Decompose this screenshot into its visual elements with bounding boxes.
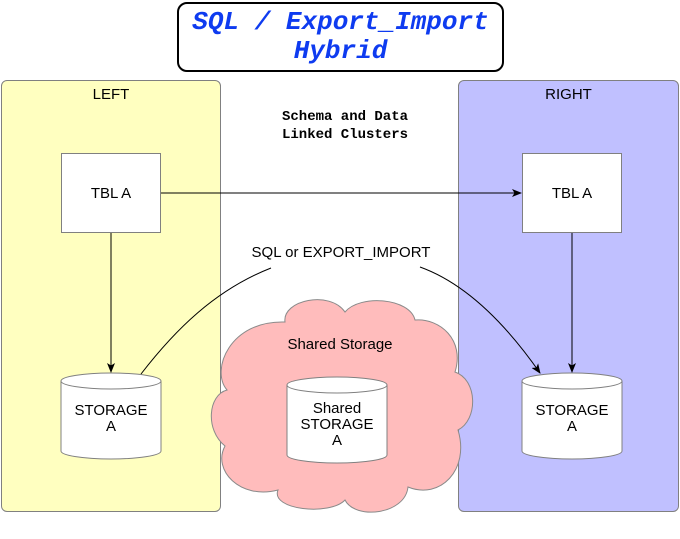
shared-storage-cloud-label: Shared Storage (287, 336, 393, 353)
left-storage-line-1: STORAGE (74, 402, 148, 419)
shared-storage-line-1: Shared (312, 400, 362, 417)
sql-export-import-label: SQL or EXPORT_IMPORT (251, 244, 431, 261)
shared-storage-line-3: A (331, 432, 342, 449)
shared-storage-label: Shared STORAGE A (286, 401, 388, 449)
left-tbl-a[interactable]: TBL A (61, 153, 161, 233)
left-cluster-label: LEFT (92, 86, 130, 103)
diagram-title: SQL / Export_Import Hybrid (177, 2, 504, 72)
title-line-2: Hybrid (293, 36, 388, 66)
note-line-2: Linked Clusters (281, 127, 409, 143)
left-tbl-a-label: TBL A (90, 184, 132, 202)
right-cluster-label: RIGHT (545, 86, 592, 103)
note-line-1: Schema and Data (281, 109, 409, 125)
right-tbl-a[interactable]: TBL A (522, 153, 622, 233)
shared-storage-line-2: STORAGE (300, 416, 374, 433)
schema-data-note: Schema and Data Linked Clusters (230, 108, 460, 144)
right-storage-line-2: A (566, 418, 577, 435)
edge-sql-export-import-right (419, 266, 541, 374)
right-storage-line-1: STORAGE (535, 402, 609, 419)
right-storage-cylinder[interactable] (521, 372, 623, 460)
shared-storage-cylinder[interactable] (286, 376, 388, 464)
title-line-1: SQL / Export_Import (192, 7, 489, 37)
right-storage-label: STORAGE A (522, 403, 622, 435)
left-storage-cylinder[interactable] (60, 372, 162, 460)
left-storage-label: STORAGE A (61, 403, 161, 435)
right-tbl-a-label: TBL A (551, 184, 593, 202)
left-storage-line-2: A (105, 418, 116, 435)
edge-sql-export-import-left (140, 267, 272, 375)
